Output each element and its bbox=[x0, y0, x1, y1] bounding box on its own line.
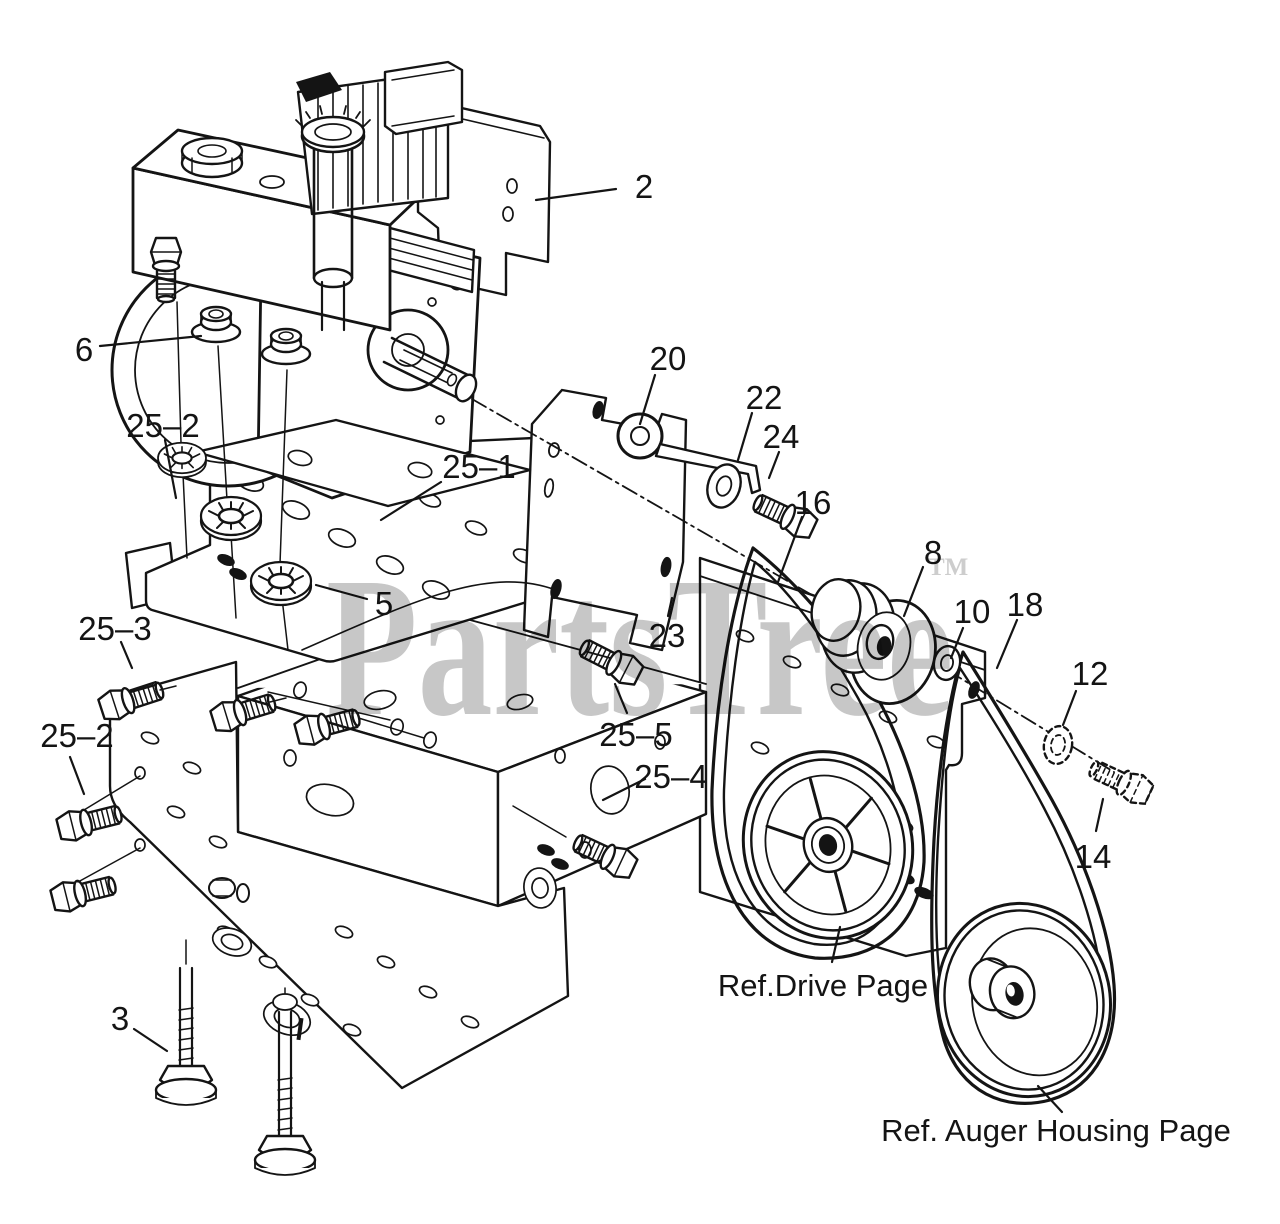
callout-25-1: 25–1 bbox=[442, 448, 516, 485]
callout-20: 20 bbox=[649, 340, 687, 377]
callout-18: 18 bbox=[1006, 586, 1044, 623]
callout-25-4: 25–4 bbox=[634, 758, 708, 795]
auger-pulley bbox=[935, 901, 1113, 1099]
engine-illustration bbox=[110, 60, 552, 508]
frame-plate-left bbox=[108, 660, 570, 1090]
callout-22: 22 bbox=[745, 379, 783, 416]
flat-washer-12 bbox=[1042, 724, 1074, 766]
flange-nut bbox=[260, 327, 312, 366]
callout-23: 23 bbox=[648, 617, 686, 654]
long-bolt bbox=[154, 966, 218, 1106]
fasteners bbox=[48, 236, 647, 917]
callout-2: 2 bbox=[634, 168, 654, 205]
eyelet-rod bbox=[616, 412, 762, 495]
long-bolt bbox=[253, 993, 317, 1176]
callout-25-3: 25–3 bbox=[78, 610, 152, 647]
callout-10: 10 bbox=[953, 593, 991, 630]
callout-25-2-lower: 25–2 bbox=[40, 717, 114, 754]
callout-16: 16 bbox=[794, 484, 832, 521]
lock-washer bbox=[249, 560, 313, 607]
callout-25-5: 25–5 bbox=[599, 716, 673, 753]
flange-nut bbox=[190, 305, 242, 344]
lock-washer bbox=[156, 441, 208, 479]
flat-washer-10 bbox=[932, 644, 962, 682]
callout-8: 8 bbox=[923, 534, 943, 571]
ref-drive-page-label: Ref.Drive Page bbox=[717, 968, 929, 1003]
callout-12: 12 bbox=[1071, 655, 1109, 692]
ref-auger-housing-page-label: Ref. Auger Housing Page bbox=[881, 1113, 1231, 1148]
callout-14: 14 bbox=[1074, 838, 1112, 875]
leader-lines bbox=[68, 187, 1105, 1114]
callout-3: 3 bbox=[110, 1000, 130, 1037]
callout-6: 6 bbox=[74, 331, 94, 368]
callout-5: 5 bbox=[374, 585, 394, 622]
bolt-14 bbox=[1083, 752, 1157, 810]
curved-leader bbox=[301, 581, 557, 651]
washer-22 bbox=[706, 463, 742, 509]
callout-24: 24 bbox=[762, 418, 800, 455]
callout-25-2-upper: 25–2 bbox=[126, 407, 200, 444]
drive-pulley bbox=[741, 750, 915, 940]
lock-washer bbox=[199, 495, 263, 542]
